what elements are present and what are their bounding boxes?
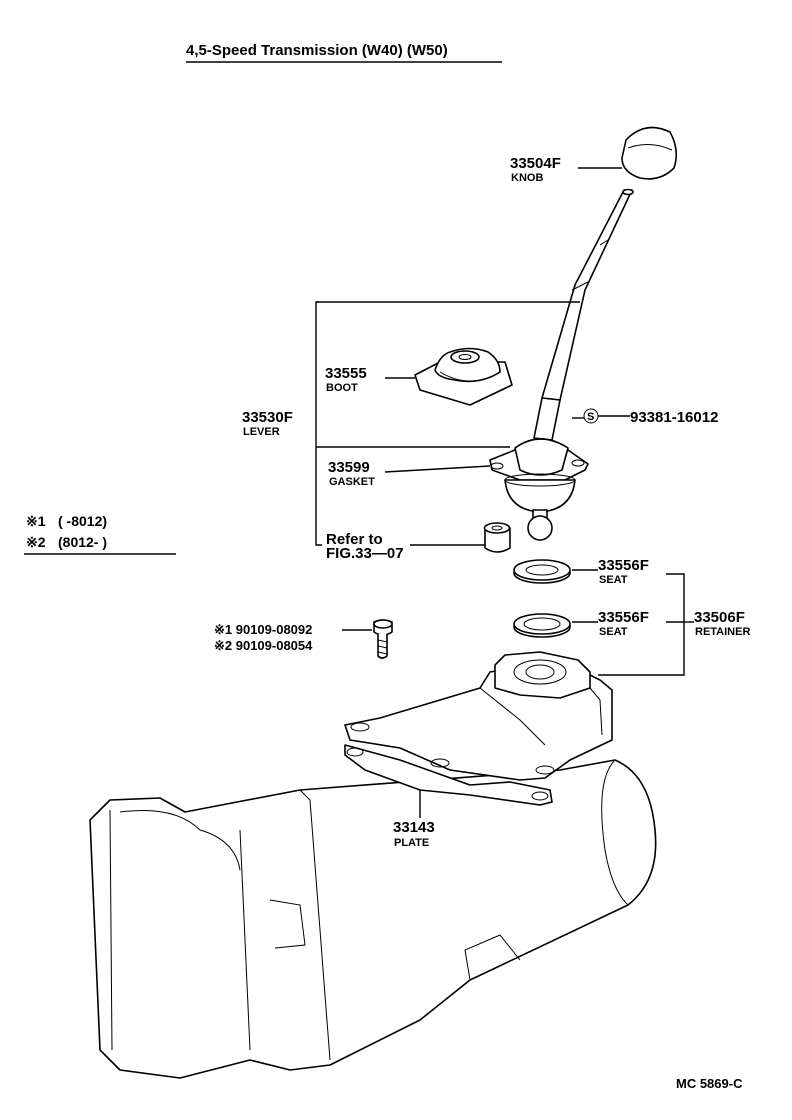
std-number: 93381-16012 bbox=[630, 409, 718, 426]
lever-bracket bbox=[315, 301, 322, 546]
bushing bbox=[483, 522, 511, 553]
boot bbox=[414, 347, 513, 406]
bolt2-number: ※2 90109-08054 bbox=[214, 638, 313, 653]
gasket-leader bbox=[384, 465, 491, 473]
std-mark: S bbox=[587, 411, 594, 423]
retainer-housing bbox=[344, 651, 613, 781]
note1-text: ( -8012) bbox=[58, 513, 107, 529]
gasket-name: GASKET bbox=[329, 476, 375, 488]
applicability-notes: ※1 ( -8012) ※2 (8012- ) bbox=[24, 513, 176, 555]
bolt1-number: ※1 90109-08092 bbox=[214, 622, 312, 637]
shift-knob bbox=[621, 126, 678, 180]
knob-name: KNOB bbox=[511, 172, 543, 184]
plate-name: PLATE bbox=[394, 837, 429, 849]
plate-33143 bbox=[344, 744, 553, 806]
note1-mark: ※1 bbox=[26, 513, 46, 529]
seat-lower bbox=[513, 613, 571, 638]
seat1-number: 33556F bbox=[598, 557, 649, 574]
knob-number: 33504F bbox=[510, 155, 561, 172]
note2-mark: ※2 bbox=[26, 534, 46, 550]
seat2-number: 33556F bbox=[598, 609, 649, 626]
lever-name: LEVER bbox=[243, 426, 280, 438]
lever-number: 33530F bbox=[242, 409, 293, 426]
note2-text: (8012- ) bbox=[58, 534, 107, 550]
refer-line2: FIG.33—07 bbox=[326, 545, 404, 562]
seat2-name: SEAT bbox=[599, 626, 628, 638]
bolt bbox=[373, 619, 393, 659]
retainer-bracket bbox=[598, 573, 685, 676]
std-mark-circle bbox=[583, 408, 599, 424]
plate-number: 33143 bbox=[393, 819, 435, 836]
retainer-name: RETAINER bbox=[695, 626, 750, 638]
refer-line1: Refer to bbox=[326, 531, 383, 548]
seat1-name: SEAT bbox=[599, 574, 628, 586]
boot-number: 33555 bbox=[325, 365, 367, 382]
transmission-case bbox=[89, 759, 657, 1079]
seat-upper bbox=[513, 559, 571, 584]
diagram-title: 4,5-Speed Transmission (W40) (W50) bbox=[186, 42, 448, 59]
boot-name: BOOT bbox=[326, 382, 358, 394]
retainer-number: 33506F bbox=[694, 609, 745, 626]
shift-lever bbox=[489, 188, 634, 541]
footer-code: MC 5869-C bbox=[676, 1076, 743, 1091]
gasket-number: 33599 bbox=[328, 459, 370, 476]
